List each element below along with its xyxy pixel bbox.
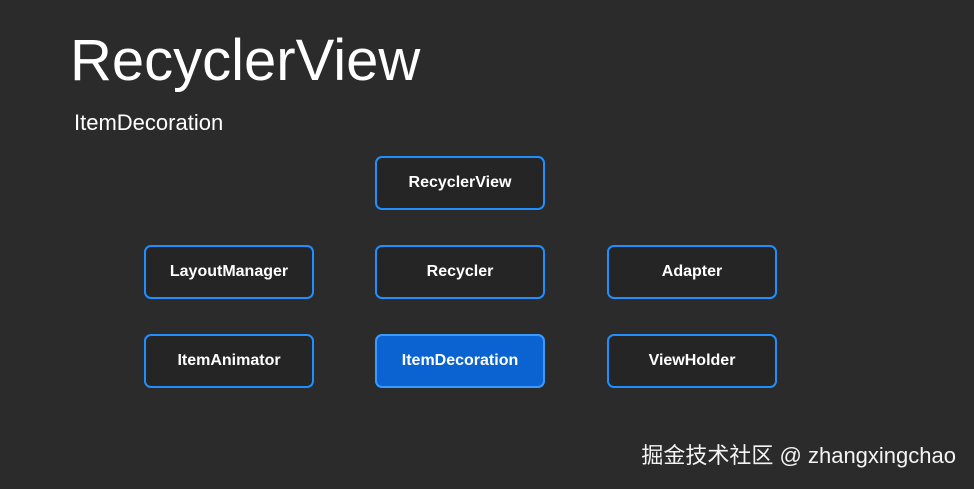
node-recycler: Recycler xyxy=(375,245,545,299)
watermark: 掘金技术社区 @ zhangxingchao xyxy=(641,443,956,468)
node-itemdecoration: ItemDecoration xyxy=(375,334,545,388)
node-layoutmanager: LayoutManager xyxy=(144,245,314,299)
node-viewholder: ViewHolder xyxy=(607,334,777,388)
node-itemanimator: ItemAnimator xyxy=(144,334,314,388)
node-adapter: Adapter xyxy=(607,245,777,299)
slide-title: RecyclerView xyxy=(70,28,421,93)
node-recyclerview: RecyclerView xyxy=(375,156,545,210)
slide-subtitle: ItemDecoration xyxy=(74,110,224,135)
